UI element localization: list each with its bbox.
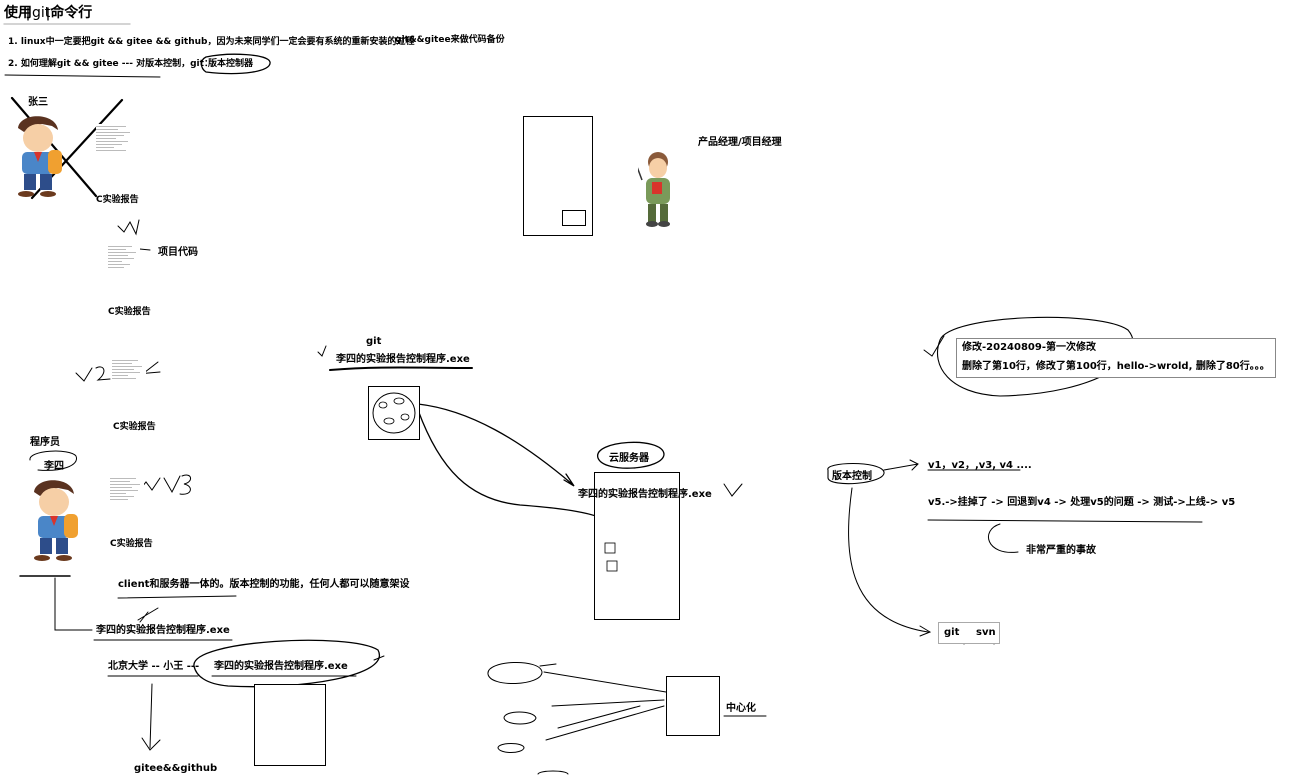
note-line-1-side: git&&gitee来做代码备份	[395, 36, 505, 45]
title-prefix: 使用	[4, 5, 32, 21]
document-thumbnail-v3	[110, 476, 144, 536]
project-report: C实验报告	[108, 308, 151, 317]
serious-accident-label: 非常严重的事故	[1026, 546, 1096, 556]
svn-tool-label: svn	[976, 628, 996, 638]
note-line-1: 1. linux中一定要把git && gitee && github，因为未来…	[8, 38, 415, 47]
programmer-name: 李四	[44, 462, 64, 472]
programmer-role: 程序员	[30, 438, 60, 448]
document-thumbnail-v1	[108, 244, 140, 302]
git-store-sketch	[369, 387, 419, 439]
git-store-box	[368, 386, 420, 440]
version-rollback-flow: v5.->挂掉了 -> 回退到v4 -> 处理v5的问题 -> 测试->上线->…	[928, 498, 1235, 508]
peking-university-label: 北京大学 -- 小王 ---	[108, 662, 199, 672]
v2-report: C实验报告	[113, 423, 156, 432]
commit-title: 修改-20240809-第一次修改	[962, 343, 1096, 353]
page-title: 使用git命令行	[4, 6, 92, 20]
programmer-report: C实验报告	[110, 540, 153, 549]
git-label: git	[366, 337, 381, 347]
document-thumbnail-v2	[112, 358, 146, 414]
project-code-label: 项目代码	[158, 248, 198, 258]
zhangsan-report: C实验报告	[96, 196, 139, 205]
manager-label: 产品经理/项目经理	[698, 138, 782, 148]
client-server-note: client和服务器一体的。版本控制的功能，任何人都可以随意架设	[118, 580, 409, 590]
student-figure-zhangsan	[12, 114, 66, 202]
commit-detail: 删除了第10行，修改了第100行，hello->wrold, 删除了80行。。。	[962, 362, 1270, 372]
version-control-label: 版本控制	[832, 472, 872, 482]
version-controller-label: 版本控制器	[208, 60, 253, 69]
manager-document-inset	[562, 210, 586, 226]
student-figure-lisi	[26, 478, 84, 566]
teacher-figure	[638, 150, 678, 232]
note-line-2: 2. 如何理解git && gitee --- 对版本控制，git：	[8, 60, 213, 69]
git-program-label: 李四的实验报告控制程序.exe	[336, 355, 470, 365]
peking-program-label: 李四的实验报告控制程序.exe	[214, 662, 348, 672]
centralized-label: 中心化	[726, 704, 756, 714]
zhangsan-name: 张三	[28, 98, 48, 108]
title-git: git	[32, 5, 50, 21]
version-list: v1，v2，,v3, v4 ....	[928, 461, 1032, 471]
peking-server-box	[254, 684, 326, 766]
central-server-box	[666, 676, 720, 736]
git-tool-label: git	[944, 628, 959, 638]
lisi-program-label: 李四的实验报告控制程序.exe	[96, 626, 230, 636]
cloud-server-label: 云服务器	[609, 454, 649, 464]
title-suffix: 命令行	[50, 5, 92, 21]
gitee-github-label: gitee&&github	[134, 764, 217, 774]
document-thumbnail	[96, 124, 134, 186]
cloud-program-label: 李四的实验报告控制程序.exe	[578, 490, 712, 500]
